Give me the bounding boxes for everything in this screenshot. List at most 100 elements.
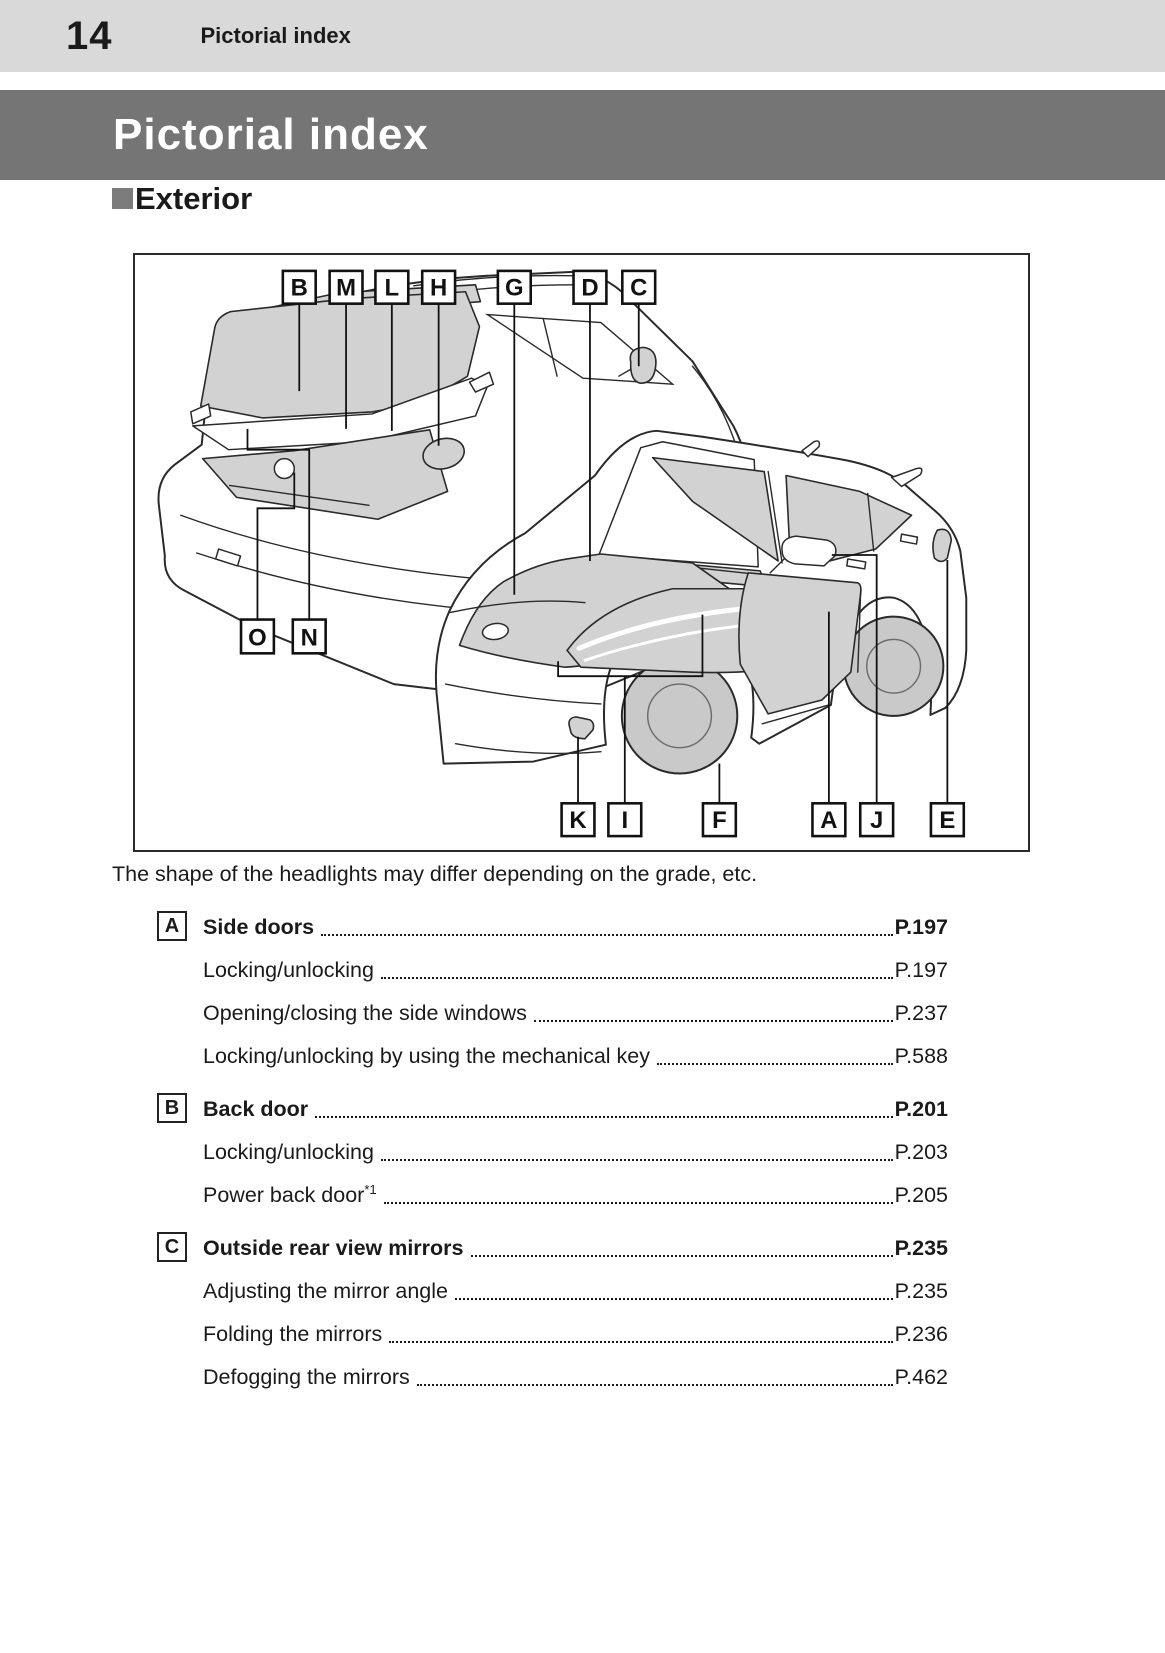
entry-page: P.236	[894, 1322, 948, 1346]
svg-text:G: G	[505, 275, 524, 302]
index-row-defogging-mirrors: Defogging the mirrors P.462	[157, 1360, 948, 1392]
entry-page: P.197	[894, 915, 948, 939]
callout-M: M	[328, 269, 364, 305]
entry-label: Back door	[203, 1097, 309, 1121]
callout-K: K	[560, 802, 596, 838]
svg-text:B: B	[291, 275, 308, 302]
subsection-title: Exterior	[135, 181, 253, 216]
front-door-window	[651, 456, 779, 562]
page-header: 14 Pictorial index	[0, 0, 1165, 72]
chapter-title: Pictorial index	[113, 110, 429, 159]
callout-H: H	[420, 269, 457, 305]
svg-text:M: M	[336, 275, 356, 302]
dot-leader	[380, 977, 893, 979]
front-car-mirror	[781, 535, 837, 567]
entry-page: P.237	[894, 1001, 948, 1025]
diagram-caption: The shape of the headlights may differ d…	[112, 862, 758, 886]
svg-text:K: K	[569, 807, 587, 834]
dot-leader	[389, 1341, 893, 1343]
dot-leader	[657, 1063, 893, 1065]
front-car	[434, 429, 968, 775]
callout-D: D	[572, 269, 608, 305]
entry-label: Locking/unlocking	[203, 958, 374, 982]
callout-I: I	[607, 802, 643, 838]
entry-label: Power back door*1	[203, 1181, 377, 1207]
index-row-locking-unlocking: Locking/unlocking P.197	[157, 953, 948, 985]
index-row-side-doors: A Side doors P.197	[157, 910, 948, 942]
page-header-title: Pictorial index	[200, 23, 351, 48]
svg-text:N: N	[301, 624, 318, 651]
square-bullet-icon	[112, 188, 133, 209]
callout-F: F	[701, 802, 738, 838]
antenna-fin	[801, 440, 821, 458]
callout-O: O	[239, 618, 276, 655]
svg-text:A: A	[820, 807, 837, 834]
dot-leader	[454, 1298, 893, 1300]
dot-leader	[380, 1159, 893, 1161]
index-row-outside-mirrors: C Outside rear view mirrors P.235	[157, 1231, 948, 1263]
svg-text:C: C	[630, 275, 647, 302]
callout-G: G	[496, 269, 533, 305]
rear-car	[157, 270, 753, 705]
entry-page: P.462	[894, 1365, 948, 1389]
callout-N: N	[291, 618, 327, 655]
footnote-marker: *1	[364, 1181, 377, 1197]
chapter-title-bar: Pictorial index	[0, 90, 1165, 180]
emblem	[481, 622, 509, 641]
fuel-door	[422, 437, 466, 470]
callout-C: C	[621, 269, 657, 305]
entry-page: P.235	[894, 1279, 948, 1303]
entry-label: Locking/unlocking by using the mechanica…	[203, 1044, 650, 1068]
dot-leader	[470, 1255, 893, 1257]
index-row-mechanical-key: Locking/unlocking by using the mechanica…	[157, 1039, 948, 1071]
svg-text:F: F	[712, 807, 727, 834]
dot-leader	[315, 1116, 893, 1118]
door-handle	[846, 558, 867, 570]
svg-text:L: L	[385, 275, 400, 302]
svg-text:J: J	[870, 807, 883, 834]
license-camera-circle	[273, 457, 296, 480]
svg-text:I: I	[621, 807, 628, 834]
svg-text:E: E	[939, 807, 955, 834]
dot-leader	[533, 1020, 893, 1022]
rear-car-mirror	[629, 346, 657, 384]
index-row-mirror-angle: Adjusting the mirror angle P.235	[157, 1274, 948, 1306]
page-number: 14	[66, 13, 113, 58]
subsection-heading: Exterior	[112, 183, 252, 214]
entry-label: Locking/unlocking	[203, 1140, 374, 1164]
entry-label: Adjusting the mirror angle	[203, 1279, 448, 1303]
entry-page: P.197	[894, 958, 948, 982]
pictorial-index-list: A Side doors P.197 Locking/unlocking P.1…	[157, 889, 948, 1392]
entry-label: Defogging the mirrors	[203, 1365, 410, 1389]
entry-label: Outside rear view mirrors	[203, 1236, 464, 1260]
dot-leader	[416, 1384, 893, 1386]
entry-label: Opening/closing the side windows	[203, 1001, 527, 1025]
entry-page: P.205	[894, 1183, 948, 1207]
dot-leader	[321, 934, 893, 936]
index-row-back-locking: Locking/unlocking P.203	[157, 1135, 948, 1167]
dot-leader	[383, 1202, 893, 1204]
callout-E: E	[929, 802, 966, 838]
index-row-folding-mirrors: Folding the mirrors P.236	[157, 1317, 948, 1349]
entry-label: Side doors	[203, 915, 315, 939]
car-line-art: B M L H G D C O N K I F A J E	[157, 269, 968, 838]
fog-light	[568, 716, 595, 740]
entry-page: P.203	[894, 1140, 948, 1164]
entry-label: Folding the mirrors	[203, 1322, 383, 1346]
index-row-side-windows: Opening/closing the side windows P.237	[157, 996, 948, 1028]
rear-lamp	[932, 528, 953, 563]
callout-B: B	[281, 269, 317, 305]
callout-J: J	[858, 802, 895, 838]
svg-text:H: H	[430, 275, 447, 302]
callouts: B M L H G D C O N K I F A J E	[239, 269, 966, 838]
svg-text:O: O	[248, 624, 267, 651]
callout-L: L	[374, 269, 410, 305]
entry-page: P.588	[894, 1044, 948, 1068]
entry-page: P.235	[894, 1236, 948, 1260]
letter-badge: A	[157, 911, 187, 941]
index-row-back-door: B Back door P.201	[157, 1092, 948, 1124]
side-door	[738, 572, 862, 715]
leader-lines	[246, 303, 949, 804]
index-row-power-back-door: Power back door*1 P.205	[157, 1178, 948, 1210]
letter-badge: B	[157, 1093, 187, 1123]
